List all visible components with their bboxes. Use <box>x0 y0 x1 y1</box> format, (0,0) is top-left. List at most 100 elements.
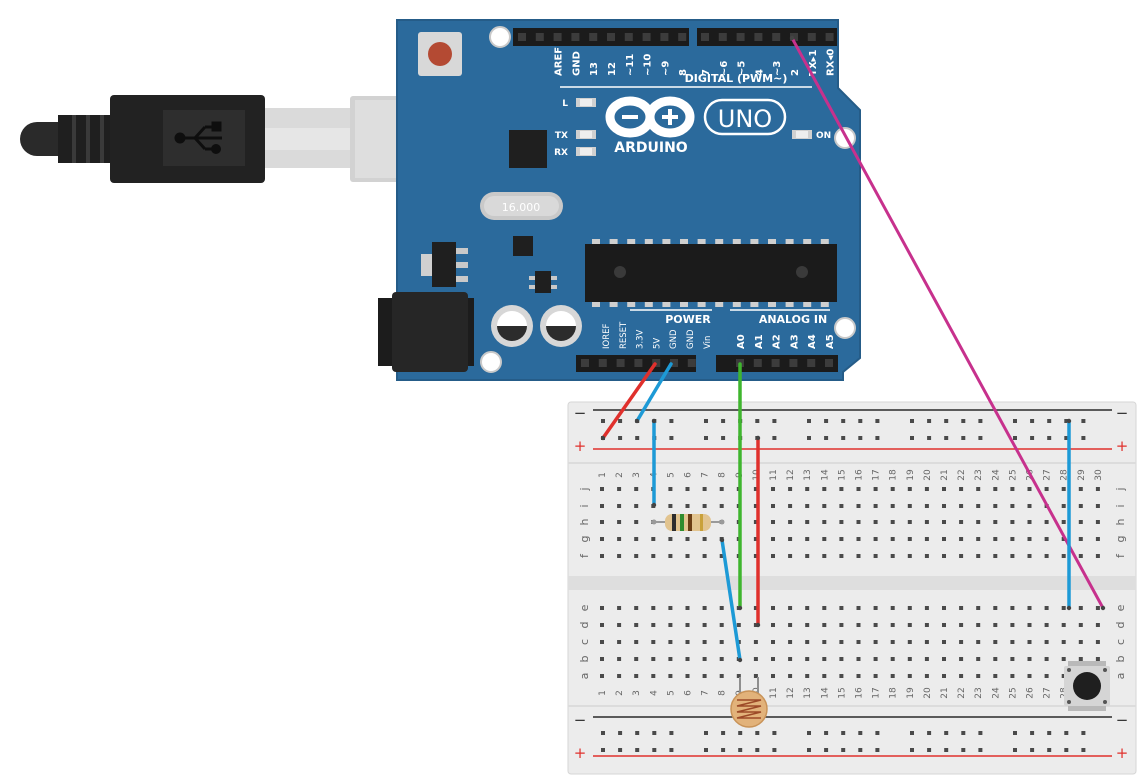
rail-minus-label: − <box>574 711 587 729</box>
digital-pin-label: ~5 <box>737 61 748 76</box>
row-label: e <box>1114 604 1127 611</box>
breadboard[interactable]: − − + + − − + + 112233445566778899101011… <box>567 401 1137 775</box>
column-label: 21 <box>940 469 950 480</box>
analog-pin-label: A2 <box>772 334 783 349</box>
digital-pin-label: TX▸1 <box>808 49 819 76</box>
column-label: 8 <box>718 472 728 478</box>
digital-pin-label: 12 <box>607 62 618 76</box>
column-label: 2 <box>615 472 625 478</box>
column-label: 11 <box>769 687 779 698</box>
power-pin-label: GND <box>669 329 679 349</box>
wire-resistor-ldr-blue[interactable] <box>720 538 742 662</box>
row-label: j <box>578 487 591 491</box>
rail-minus-label: − <box>574 404 587 422</box>
row-label: e <box>578 604 591 611</box>
column-label: 6 <box>684 472 694 478</box>
column-label: 26 <box>1026 687 1036 699</box>
column-label: 16 <box>855 469 865 481</box>
row-label: c <box>578 639 591 645</box>
digital-header[interactable] <box>513 28 837 46</box>
column-label: 3 <box>632 690 642 696</box>
row-label: g <box>1114 536 1127 543</box>
row-label: f <box>578 553 591 558</box>
power-header[interactable] <box>576 355 696 372</box>
column-label: 14 <box>820 469 830 481</box>
svg-text:UNO: UNO <box>718 105 772 133</box>
digital-pin-label: AREF <box>554 47 565 76</box>
row-label: c <box>1114 639 1127 645</box>
column-label: 18 <box>889 687 899 699</box>
column-label: 15 <box>837 687 847 698</box>
led-tx: TX <box>555 130 596 141</box>
photoresistor[interactable] <box>730 677 768 728</box>
analog-pin-label: A1 <box>754 334 765 349</box>
analog-title: ANALOG IN <box>759 313 827 326</box>
model-badge: UNO <box>703 98 787 136</box>
mount-hole <box>489 26 511 48</box>
column-label: 3 <box>632 472 642 478</box>
column-label: 28 <box>1060 469 1070 481</box>
rail-minus-label: − <box>1116 404 1129 422</box>
column-label: 23 <box>974 469 984 480</box>
reset-button[interactable] <box>418 32 462 76</box>
wire-endpoints <box>600 35 1106 663</box>
wires[interactable] <box>601 36 1105 662</box>
analog-header[interactable] <box>716 355 838 372</box>
column-label: 22 <box>957 469 967 480</box>
row-label: i <box>1114 504 1127 507</box>
column-label: 5 <box>666 690 676 696</box>
row-label: h <box>578 518 591 525</box>
column-label: 24 <box>991 469 1001 481</box>
column-label: 25 <box>1008 687 1018 698</box>
column-label: 12 <box>786 687 796 698</box>
crystal-oscillator: 16.000 <box>480 192 563 220</box>
digital-pin-label: ~3 <box>772 61 783 76</box>
analog-pin-label: A5 <box>825 334 836 349</box>
wire-gnd-blue[interactable] <box>635 362 673 423</box>
analog-pin-label: A4 <box>807 334 818 349</box>
row-label: a <box>578 673 591 680</box>
column-label: 13 <box>803 687 813 698</box>
pushbutton[interactable] <box>1064 661 1110 711</box>
power-title: POWER <box>665 313 711 326</box>
column-label: 18 <box>889 469 899 481</box>
voltage-regulator <box>421 242 468 287</box>
digital-pin-label: 8 <box>678 69 689 76</box>
column-label: 20 <box>923 687 933 699</box>
digital-pin-label: 2 <box>790 69 801 76</box>
usb-symbol-icon <box>174 121 222 154</box>
analog-pin-label: A3 <box>789 334 800 349</box>
wire-5v-red[interactable] <box>601 362 657 440</box>
column-label: 13 <box>803 469 813 480</box>
row-label: g <box>578 536 591 543</box>
resistor[interactable] <box>651 514 725 531</box>
column-label: 8 <box>718 690 728 696</box>
digital-pin-label: ~6 <box>719 61 730 76</box>
row-label: j <box>1114 487 1127 491</box>
column-label: 23 <box>974 687 984 698</box>
column-label: 14 <box>820 687 830 699</box>
column-label: 1 <box>598 472 608 478</box>
power-pin-label: 5V <box>652 338 662 349</box>
arduino-logo-icon <box>605 96 695 138</box>
digital-header-title: DIGITAL (PWM~) <box>685 72 788 85</box>
column-label: 15 <box>837 469 847 480</box>
digital-pin-label: 13 <box>589 62 600 76</box>
column-label: 16 <box>855 687 865 699</box>
mount-hole <box>834 317 856 339</box>
arduino-uno-board[interactable]: 16.000 <box>352 19 861 381</box>
led-on: ON <box>792 130 831 141</box>
wire-pin2-magenta[interactable] <box>790 36 1105 610</box>
digital-pin-label: RX◂0 <box>826 49 837 76</box>
column-label: 7 <box>701 472 711 478</box>
column-label: 22 <box>957 687 967 698</box>
column-label: 25 <box>1008 469 1018 480</box>
capacitor <box>540 305 582 347</box>
row-label: d <box>1114 622 1127 629</box>
row-label: d <box>578 622 591 629</box>
brand-text: ARDUINO <box>614 140 688 156</box>
